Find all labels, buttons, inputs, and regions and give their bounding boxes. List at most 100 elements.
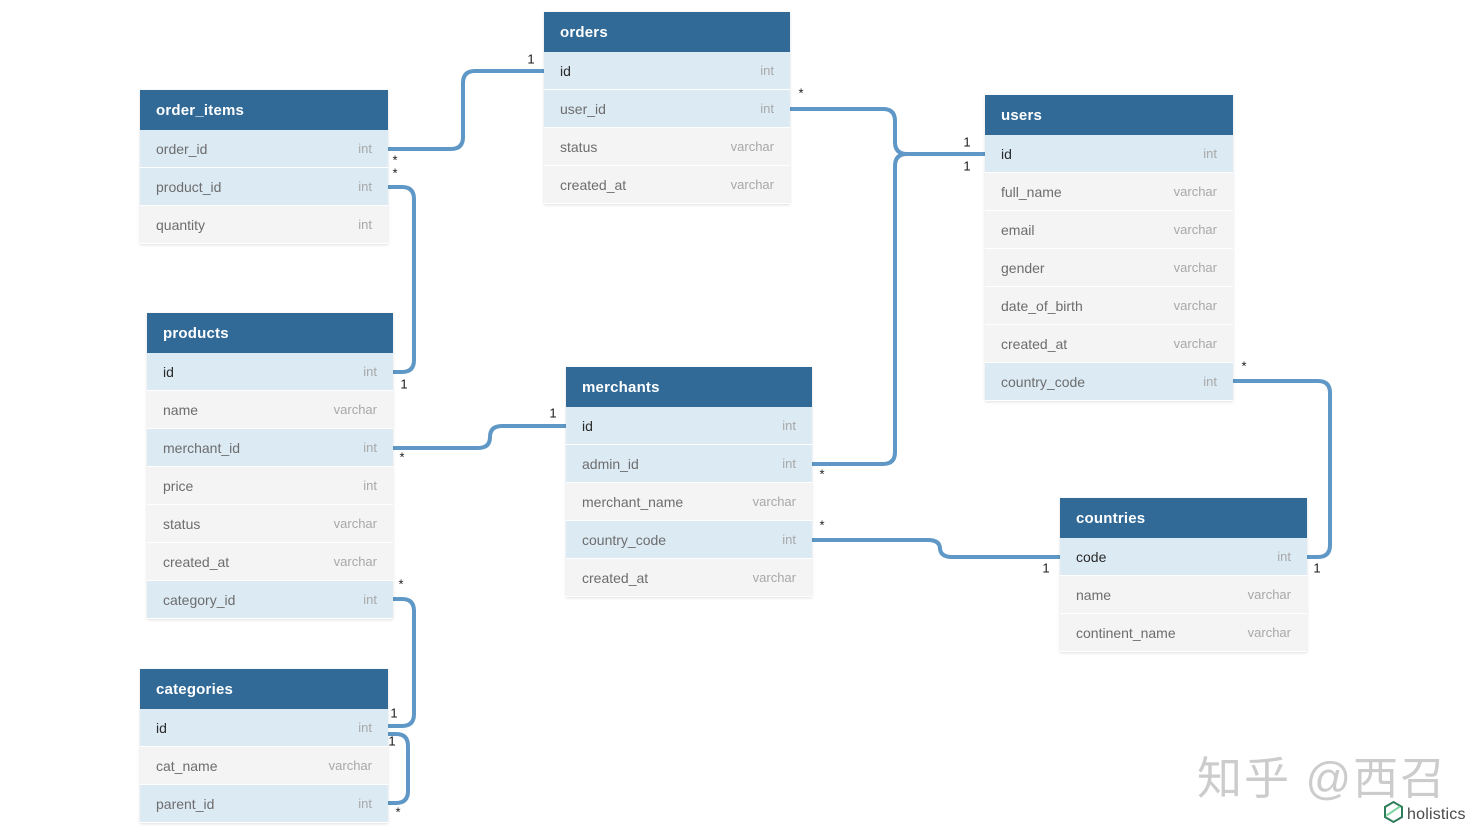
field-row-products-created_at[interactable]: created_at varchar — [147, 543, 393, 581]
field-type: varchar — [1173, 336, 1217, 351]
field-type: int — [358, 217, 372, 232]
table-header-users[interactable]: users — [985, 95, 1233, 135]
cardinality-label-to-3: * — [819, 466, 825, 482]
field-row-orders-created_at[interactable]: created_at varchar — [544, 166, 790, 204]
table-header-categories[interactable]: categories — [140, 669, 388, 709]
relationship-line-countries.code-users.country_code[interactable] — [1233, 379, 1332, 559]
field-name: email — [1001, 221, 1035, 238]
field-type: varchar — [730, 177, 774, 192]
field-name: country_code — [582, 531, 667, 548]
relationship-line-users.id-merchants.admin_id[interactable] — [812, 152, 985, 466]
field-name: merchant_name — [582, 493, 684, 510]
field-name: country_code — [1001, 373, 1086, 390]
field-row-merchants-admin_id[interactable]: admin_id int — [566, 445, 812, 483]
field-row-merchants-country_code[interactable]: country_code int — [566, 521, 812, 559]
relationship-line-categories.id-products.category_id[interactable] — [388, 597, 416, 728]
field-type: int — [358, 796, 372, 811]
field-row-merchants-merchant_name[interactable]: merchant_name varchar — [566, 483, 812, 521]
relationship-line-categories.id-categories.parent_id[interactable] — [388, 732, 410, 805]
field-name: created_at — [163, 553, 230, 570]
field-name: id — [582, 417, 593, 434]
table-header-order_items[interactable]: order_items — [140, 90, 388, 130]
relationship-line-users.id-orders.user_id[interactable] — [790, 107, 985, 156]
relationship-line-products.id-order_items.product_id[interactable] — [388, 185, 416, 374]
field-name: order_id — [156, 140, 208, 157]
field-type: varchar — [333, 554, 377, 569]
field-name: id — [163, 363, 174, 380]
field-name: product_id — [156, 178, 222, 195]
cardinality-label-to-4: * — [399, 449, 405, 465]
field-name: code — [1076, 548, 1107, 565]
field-name: merchant_id — [163, 439, 241, 456]
field-type: int — [363, 478, 377, 493]
cardinality-label-from-0: 1 — [527, 51, 535, 67]
field-row-products-id[interactable]: id int — [147, 353, 393, 391]
field-type: varchar — [752, 494, 796, 509]
table-header-orders[interactable]: orders — [544, 12, 790, 52]
cardinality-label-from-5: 1 — [1042, 560, 1050, 576]
field-type: int — [760, 101, 774, 116]
field-name: id — [156, 719, 167, 736]
field-type: int — [782, 456, 796, 471]
field-type: int — [760, 63, 774, 78]
field-name: created_at — [560, 176, 627, 193]
cardinality-label-to-8: * — [395, 804, 401, 820]
field-type: int — [363, 592, 377, 607]
field-row-products-price[interactable]: price int — [147, 467, 393, 505]
field-type: int — [363, 364, 377, 379]
cardinality-label-from-1: 1 — [400, 376, 408, 392]
table-header-countries[interactable]: countries — [1060, 498, 1307, 538]
field-name: parent_id — [156, 795, 215, 812]
cardinality-label-to-1: * — [392, 165, 398, 181]
table-header-products[interactable]: products — [147, 313, 393, 353]
field-name: admin_id — [582, 455, 639, 472]
cardinality-label-to-0: * — [392, 152, 398, 168]
field-name: full_name — [1001, 183, 1062, 200]
field-type: varchar — [730, 139, 774, 154]
field-name: price — [163, 477, 194, 494]
field-name: cat_name — [156, 757, 218, 774]
field-type: int — [782, 532, 796, 547]
field-name: date_of_birth — [1001, 297, 1083, 314]
field-name: quantity — [156, 216, 206, 233]
relationship-line-countries.code-merchants.country_code[interactable] — [812, 538, 1060, 559]
field-type: varchar — [1247, 587, 1291, 602]
field-row-order_items-quantity[interactable]: quantity int — [140, 206, 388, 244]
relationship-line-orders.id-order_items.order_id[interactable] — [388, 69, 544, 151]
field-row-categories-parent_id[interactable]: parent_id int — [140, 785, 388, 823]
table-header-merchants[interactable]: merchants — [566, 367, 812, 407]
cardinality-label-from-3: 1 — [963, 158, 971, 174]
relationship-line-merchants.id-products.merchant_id[interactable] — [393, 424, 566, 450]
